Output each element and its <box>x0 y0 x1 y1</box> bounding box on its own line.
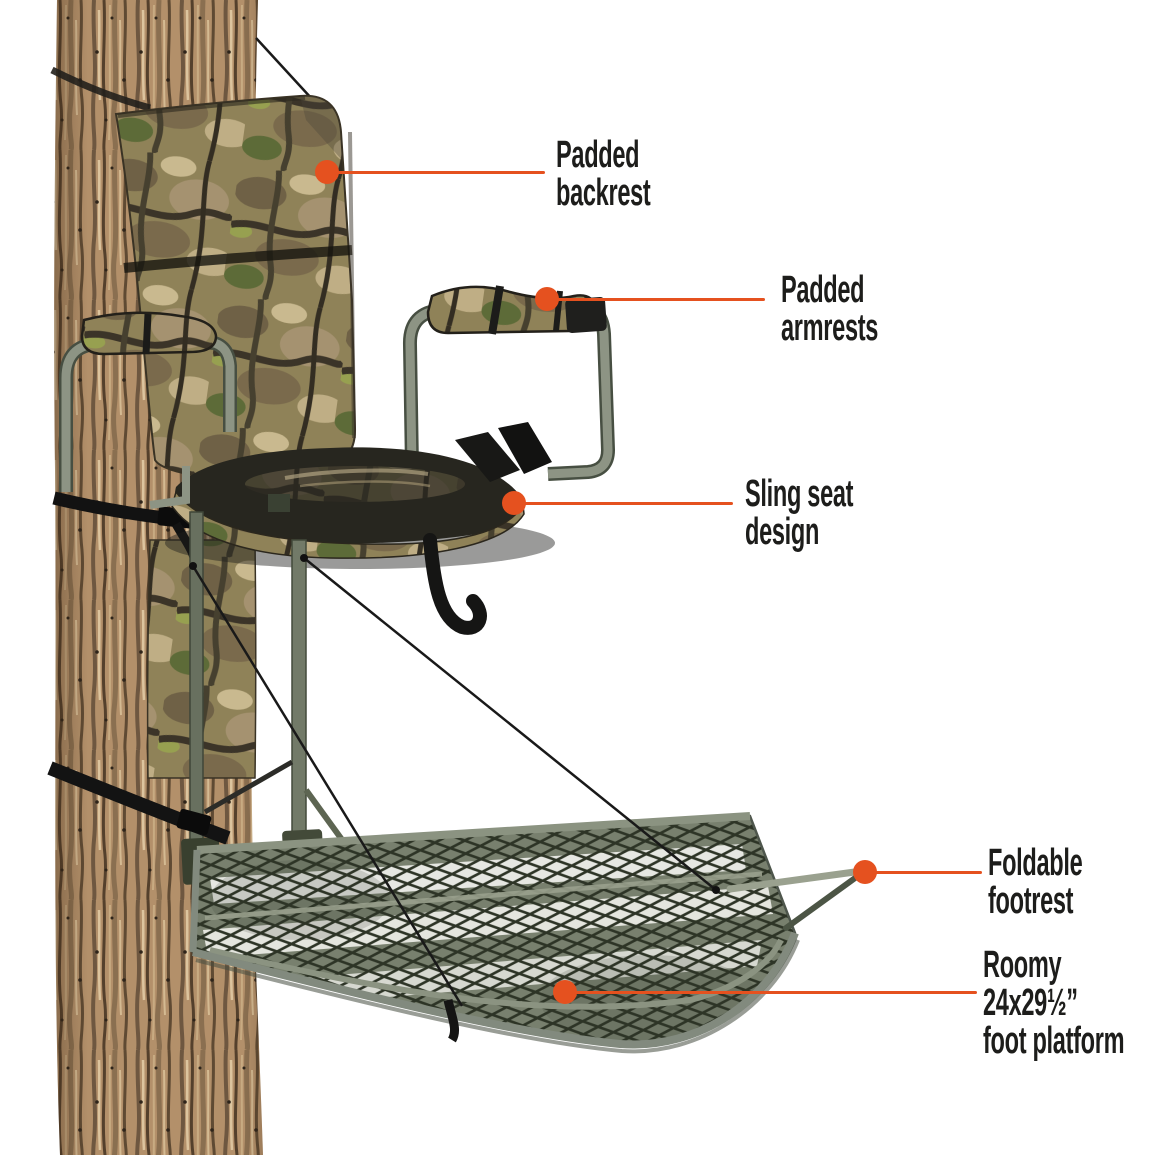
label-line: backrest <box>556 172 651 214</box>
seat-strap <box>423 533 487 635</box>
callout-line <box>514 502 733 505</box>
callout-line <box>547 298 765 301</box>
callout-label: Sling seat design <box>745 475 853 551</box>
left-armrest <box>59 311 237 492</box>
label-line: Padded <box>781 269 865 311</box>
suspension-cables <box>189 554 720 1043</box>
callout-label: Roomy 24x29½” foot platform <box>983 944 1125 1062</box>
callout-line <box>565 991 977 994</box>
callout-line <box>327 171 545 174</box>
top-cable <box>255 37 313 100</box>
callout-label: Foldable footrest <box>988 842 1083 922</box>
label-line: footrest <box>988 880 1074 922</box>
top-mounting-strap <box>50 66 151 112</box>
callout-line <box>865 871 982 874</box>
padded-backrest <box>114 94 357 477</box>
label-line: 24x29½” <box>983 982 1078 1024</box>
label-line: Roomy <box>983 944 1062 986</box>
sling-seat <box>149 422 555 569</box>
label-line: Sling seat <box>745 473 854 515</box>
callout-dot <box>535 287 559 311</box>
callout-dot <box>553 980 577 1004</box>
foldable-footrest <box>726 867 866 931</box>
callout-dot <box>502 491 526 515</box>
foot-platform <box>189 812 800 1054</box>
callout-dot <box>853 860 877 884</box>
callout-label: Padded backrest <box>556 134 651 214</box>
callout-label: Padded armrests <box>781 271 878 347</box>
label-line: foot platform <box>983 1020 1125 1062</box>
label-line: design <box>745 511 820 553</box>
label-line: Padded <box>556 134 640 176</box>
callout-dot <box>315 160 339 184</box>
label-line: Foldable <box>988 842 1083 884</box>
lower-mounting-strap <box>47 761 231 845</box>
label-line: armrests <box>781 307 879 349</box>
